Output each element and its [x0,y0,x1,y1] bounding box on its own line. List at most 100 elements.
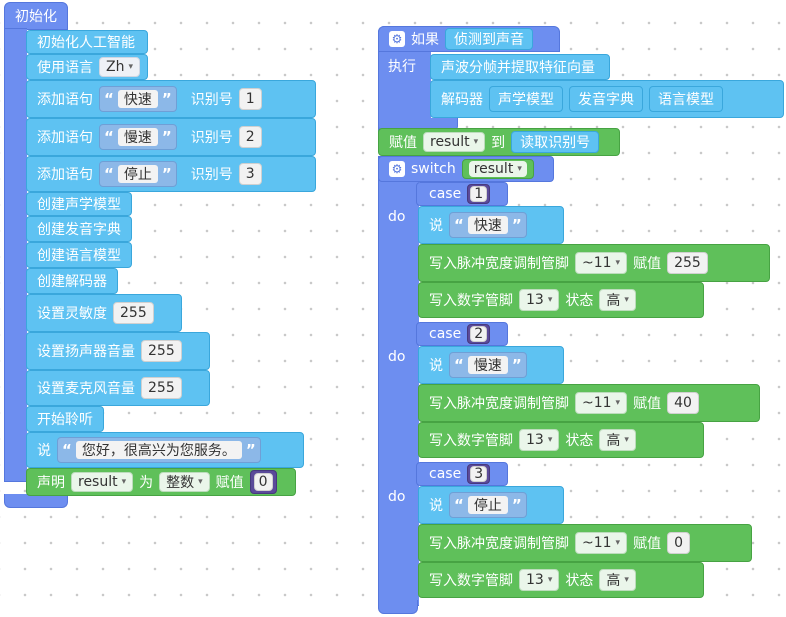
digital-write-label: 写入数字管脚 [429,433,513,449]
id-field-1[interactable]: 1 [238,88,262,110]
speaker-volume-block[interactable]: 设置扬声器音量 255 [26,332,210,370]
if-condition-block[interactable]: 侦测到声音 [445,28,533,50]
use-language-block[interactable]: 使用语言 Zh ▾ [26,54,148,80]
pwm-pin-dropdown-3[interactable]: ~11▾ [575,532,628,554]
assign-label: 赋值 [389,135,417,151]
phrase-string-1[interactable]: “ 快速 ” [99,86,177,112]
add-phrase-block-1[interactable]: 添加语句 “ 快速 ” 识别号 1 [26,80,316,118]
case-value-field-2[interactable]: 2 [470,326,488,342]
close-quote-icon: ” [161,128,172,146]
pwm-write-block-1[interactable]: 写入脉冲宽度调制管脚 ~11▾ 赋值 255 [418,244,770,282]
pwm-label: 写入脉冲宽度调制管脚 [429,396,569,412]
pwm-write-block-2[interactable]: 写入脉冲宽度调制管脚 ~11▾ 赋值 40 [418,384,760,422]
pwm-value-field-2[interactable]: 40 [667,392,699,414]
pwm-pin-dropdown-2[interactable]: ~11▾ [575,392,628,414]
speaker-volume-field[interactable]: 255 [141,340,182,362]
declare-block[interactable]: 声明 result ▾ 为 整数 ▾ 赋值 0 [26,468,296,496]
pwm-value-2: 40 [674,395,692,411]
case-say-block-2[interactable]: 说 “ 慢速 ” [418,346,564,384]
state-dropdown-2[interactable]: 高▾ [599,429,636,451]
create-acoustic-block[interactable]: 创建声学模型 [26,192,132,216]
phrase-string-3[interactable]: “ 停止 ” [99,161,177,187]
language-dropdown[interactable]: Zh ▾ [99,57,140,77]
extract-features-block[interactable]: 声波分帧并提取特征向量 [430,54,610,80]
phrase-text-3[interactable]: 停止 [117,165,158,183]
mic-volume-field[interactable]: 255 [141,377,182,399]
phrase-text-2[interactable]: 慢速 [117,128,158,146]
digital-pin-value-2: 13 [526,432,544,448]
logic-block-group: ⚙ 如果 侦测到声音 执行 声波分帧并提取特征向量 解码器 声学模型 发音字典 … [376,26,784,616]
add-phrase-block-3[interactable]: 添加语句 “ 停止 ” 识别号 3 [26,156,316,192]
assign-block[interactable]: 赋值 result ▾ 到 读取识别号 [378,128,620,156]
open-quote-icon: “ [454,496,464,514]
say-text[interactable]: 您好，很高兴为您服务。 [75,441,242,459]
decoder-block[interactable]: 解码器 声学模型 发音字典 语言模型 [430,80,784,118]
case-say-block-3[interactable]: 说 “ 停止 ” [418,486,564,524]
case-say-string-3[interactable]: “ 停止 ” [449,492,527,518]
digital-pin-dropdown-1[interactable]: 13▾ [519,289,560,311]
chevron-down-icon: ▾ [624,575,629,585]
pwm-value-field-3[interactable]: 0 [667,532,690,554]
declare-value-field[interactable]: 0 [253,473,273,491]
state-dropdown-3[interactable]: 高▾ [599,569,636,591]
sensitivity-block[interactable]: 设置灵敏度 255 [26,294,182,332]
init-header-block[interactable]: 初始化 [4,2,68,30]
state-dropdown-1[interactable]: 高▾ [599,289,636,311]
create-decoder-block[interactable]: 创建解码器 [26,268,118,294]
digital-write-block-2[interactable]: 写入数字管脚 13▾ 状态 高▾ [418,422,704,458]
digital-pin-value-1: 13 [526,292,544,308]
ai-init-block[interactable]: 初始化人工智能 [26,30,148,54]
case-value-block-1[interactable]: 1 [467,184,491,204]
case-say-string-2[interactable]: “ 慢速 ” [449,352,527,378]
if-block-header[interactable]: ⚙ 如果 侦测到声音 [378,26,560,52]
gear-icon[interactable]: ⚙ [389,31,405,47]
switch-var-dropdown[interactable]: result ▾ [461,159,534,179]
declare-var-dropdown[interactable]: result ▾ [71,472,134,492]
phrase-text-1[interactable]: 快速 [117,90,158,108]
add-phrase-label: 添加语句 [37,130,93,146]
case-say-text-1[interactable]: 快速 [467,216,508,234]
declare-label: 声明 [37,475,65,491]
case-say-text-2[interactable]: 慢速 [467,356,508,374]
start-listen-block[interactable]: 开始聆听 [26,406,104,432]
pwm-write-block-3[interactable]: 写入脉冲宽度调制管脚 ~11▾ 赋值 0 [418,524,752,562]
lang-model-block[interactable]: 语言模型 [649,86,723,112]
switch-block-header[interactable]: ⚙ switch result ▾ [378,156,554,182]
create-lang-block[interactable]: 创建语言模型 [26,242,132,268]
declare-value-block[interactable]: 0 [249,470,277,494]
phrase-string-2[interactable]: “ 慢速 ” [99,124,177,150]
pron-dict-block[interactable]: 发音字典 [569,86,643,112]
add-phrase-block-2[interactable]: 添加语句 “ 慢速 ” 识别号 2 [26,118,316,156]
say-block[interactable]: 说 “ 您好，很高兴为您服务。 ” [26,432,304,468]
case-say-block-1[interactable]: 说 “ 快速 ” [418,206,564,244]
digital-pin-dropdown-2[interactable]: 13▾ [519,429,560,451]
pwm-value-field-1[interactable]: 255 [667,252,708,274]
digital-pin-dropdown-3[interactable]: 13▾ [519,569,560,591]
read-id-block[interactable]: 读取识别号 [511,131,600,153]
sensitivity-field[interactable]: 255 [113,302,154,324]
switch-var-field[interactable]: result ▾ [468,161,527,177]
pwm-pin-dropdown-1[interactable]: ~11▾ [575,252,628,274]
digital-write-block-3[interactable]: 写入数字管脚 13▾ 状态 高▾ [418,562,704,598]
id-field-3[interactable]: 3 [238,163,262,185]
case-value-block-2[interactable]: 2 [467,324,491,344]
case-say-text-3[interactable]: 停止 [467,496,508,514]
case-value-block-3[interactable]: 3 [467,464,491,484]
acoustic-model-block[interactable]: 声学模型 [489,86,563,112]
switch-block-bottom [378,600,418,614]
digital-write-block-1[interactable]: 写入数字管脚 13▾ 状态 高▾ [418,282,704,318]
declare-type-dropdown[interactable]: 整数 ▾ [159,472,210,492]
mic-volume-block[interactable]: 设置麦克风音量 255 [26,370,210,406]
decoder-label: 解码器 [441,92,483,108]
create-dict-block[interactable]: 创建发音字典 [26,216,132,242]
say-string[interactable]: “ 您好，很高兴为您服务。 ” [57,437,261,463]
declare-type-value: 整数 [166,475,195,491]
id-value-3: 3 [245,166,255,182]
gear-icon[interactable]: ⚙ [389,161,405,177]
case-value-field-3[interactable]: 3 [470,466,488,482]
case-value-field-1[interactable]: 1 [470,186,488,202]
assign-var-dropdown[interactable]: result ▾ [423,132,486,152]
id-field-2[interactable]: 2 [238,126,262,148]
pwm-assign-label: 赋值 [633,256,662,272]
case-say-string-1[interactable]: “ 快速 ” [449,212,527,238]
